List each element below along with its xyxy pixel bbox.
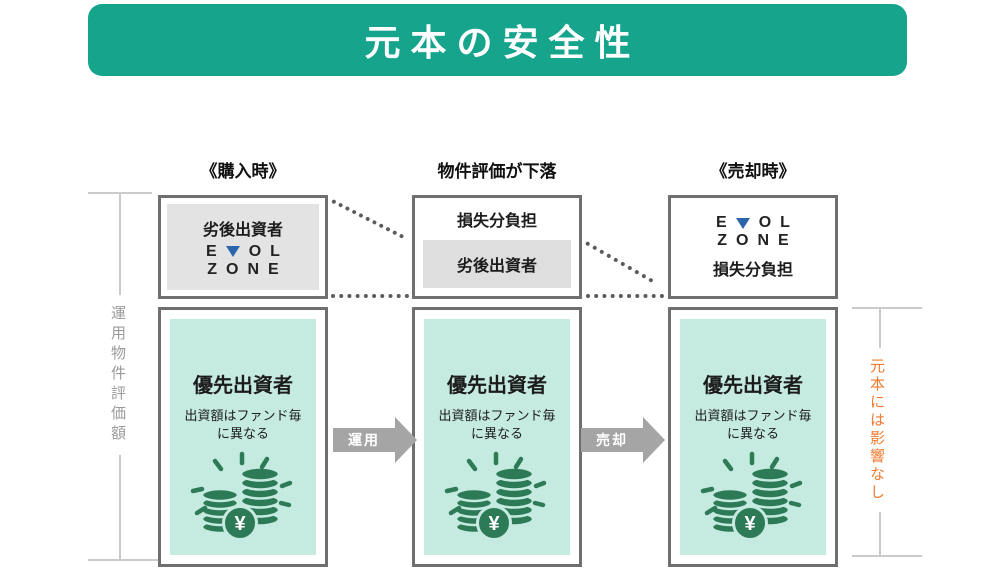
baseline-dotted-line-1 xyxy=(331,294,409,298)
investment-note-line1: 出資額はファンド毎 xyxy=(184,408,302,423)
logo-v-icon xyxy=(735,217,750,229)
yen-symbol: ¥ xyxy=(488,513,500,535)
subordinated-box-purchase: 劣後出資者 E OL ZONE xyxy=(158,195,328,299)
logo-letters-ol: OL xyxy=(758,214,799,231)
operation-arrow: 運用 xyxy=(333,417,417,463)
left-bracket-bottom-cap xyxy=(88,559,162,561)
decline-dotted-line-2 xyxy=(585,241,654,283)
investment-note-line2: に異なる xyxy=(216,426,269,442)
coins-icon: ¥ xyxy=(700,452,803,542)
coins-icon: ¥ xyxy=(190,452,293,542)
subordinated-investor-label: 劣後出資者 xyxy=(202,221,283,239)
priority-investor-label: 優先出資者 xyxy=(447,375,547,397)
investment-note-line2: に異なる xyxy=(726,426,779,442)
logo-letter-e: E xyxy=(716,214,727,231)
arrow-head-icon xyxy=(643,417,665,463)
subordinated-investor-label: 劣後出資者 xyxy=(456,258,537,275)
sale-arrow-label: 売却 xyxy=(581,428,643,452)
loss-box-decline: 損失分負担 劣後出資者 xyxy=(412,195,582,299)
right-principal-label: 元本には影響なし xyxy=(862,348,891,512)
right-bracket-bottom-cap xyxy=(852,555,922,557)
logo-letter-e: E xyxy=(206,242,217,260)
logo-v-icon xyxy=(225,246,240,257)
logo-letters-ol: OL xyxy=(248,242,289,260)
logo-row-evol: E OL xyxy=(206,243,280,261)
loss-burden-label: 損失分負担 xyxy=(456,213,537,230)
stage-header-purchase: 《購入時》 xyxy=(200,162,286,181)
priority-box-inner: 優先出資者 出資額はファンド毎 に異なる xyxy=(424,319,570,555)
loss-burden-label: 損失分負担 xyxy=(712,262,793,279)
investment-note: 出資額はファンド毎 に異なる xyxy=(694,407,811,443)
left-axis-label: 運用物件評価額 xyxy=(103,295,132,455)
right-bracket-top-cap xyxy=(852,307,922,309)
yen-symbol: ¥ xyxy=(234,513,246,535)
priority-box-inner: 優先出資者 出資額はファンド毎 に異なる xyxy=(680,319,826,555)
operation-arrow-label: 運用 xyxy=(333,428,395,452)
logo-row-evol: E OL xyxy=(716,214,790,232)
stage-header-decline: 物件評価が下落 xyxy=(437,162,557,181)
priority-box-inner: 優先出資者 出資額はファンド毎 に異なる xyxy=(170,319,316,555)
investment-note-line1: 出資額はファンド毎 xyxy=(694,408,812,423)
subordinated-strip: 劣後出資者 xyxy=(423,240,571,288)
logo-row-zone: ZONE xyxy=(717,232,798,249)
priority-box-decline: 優先出資者 出資額はファンド毎 に異なる xyxy=(412,307,582,567)
investment-note-line2: に異なる xyxy=(470,426,523,442)
yen-symbol: ¥ xyxy=(744,513,756,535)
evol-zone-logo: E OL ZONE xyxy=(206,243,280,279)
coins-icon: ¥ xyxy=(444,452,547,542)
stage-header-sale: 《売却時》 xyxy=(710,162,796,181)
priority-box-purchase: 優先出資者 出資額はファンド毎 に異なる xyxy=(158,307,328,567)
priority-investor-label: 優先出資者 xyxy=(703,375,803,397)
decline-dotted-line-1 xyxy=(331,199,405,239)
investment-note: 出資額はファンド毎 に異なる xyxy=(184,407,301,443)
priority-box-sale: 優先出資者 出資額はファンド毎 に異なる xyxy=(668,307,838,567)
investment-note-line1: 出資額はファンド毎 xyxy=(438,408,556,423)
logo-row-zone: ZONE xyxy=(207,260,288,278)
sale-arrow: 売却 xyxy=(581,417,665,463)
priority-investor-label: 優先出資者 xyxy=(193,375,293,397)
baseline-dotted-line-2 xyxy=(586,294,664,298)
subordinated-box-purchase-inner: 劣後出資者 E OL ZONE xyxy=(167,204,319,290)
arrow-head-icon xyxy=(395,417,417,463)
loss-box-sale: E OL ZONE 損失分負担 xyxy=(668,195,838,299)
investment-note: 出資額はファンド毎 に異なる xyxy=(438,407,555,443)
title-banner: 元本の安全性 xyxy=(88,4,907,76)
page-title: 元本の安全性 xyxy=(364,22,641,63)
evol-zone-logo: E OL ZONE xyxy=(716,214,790,250)
